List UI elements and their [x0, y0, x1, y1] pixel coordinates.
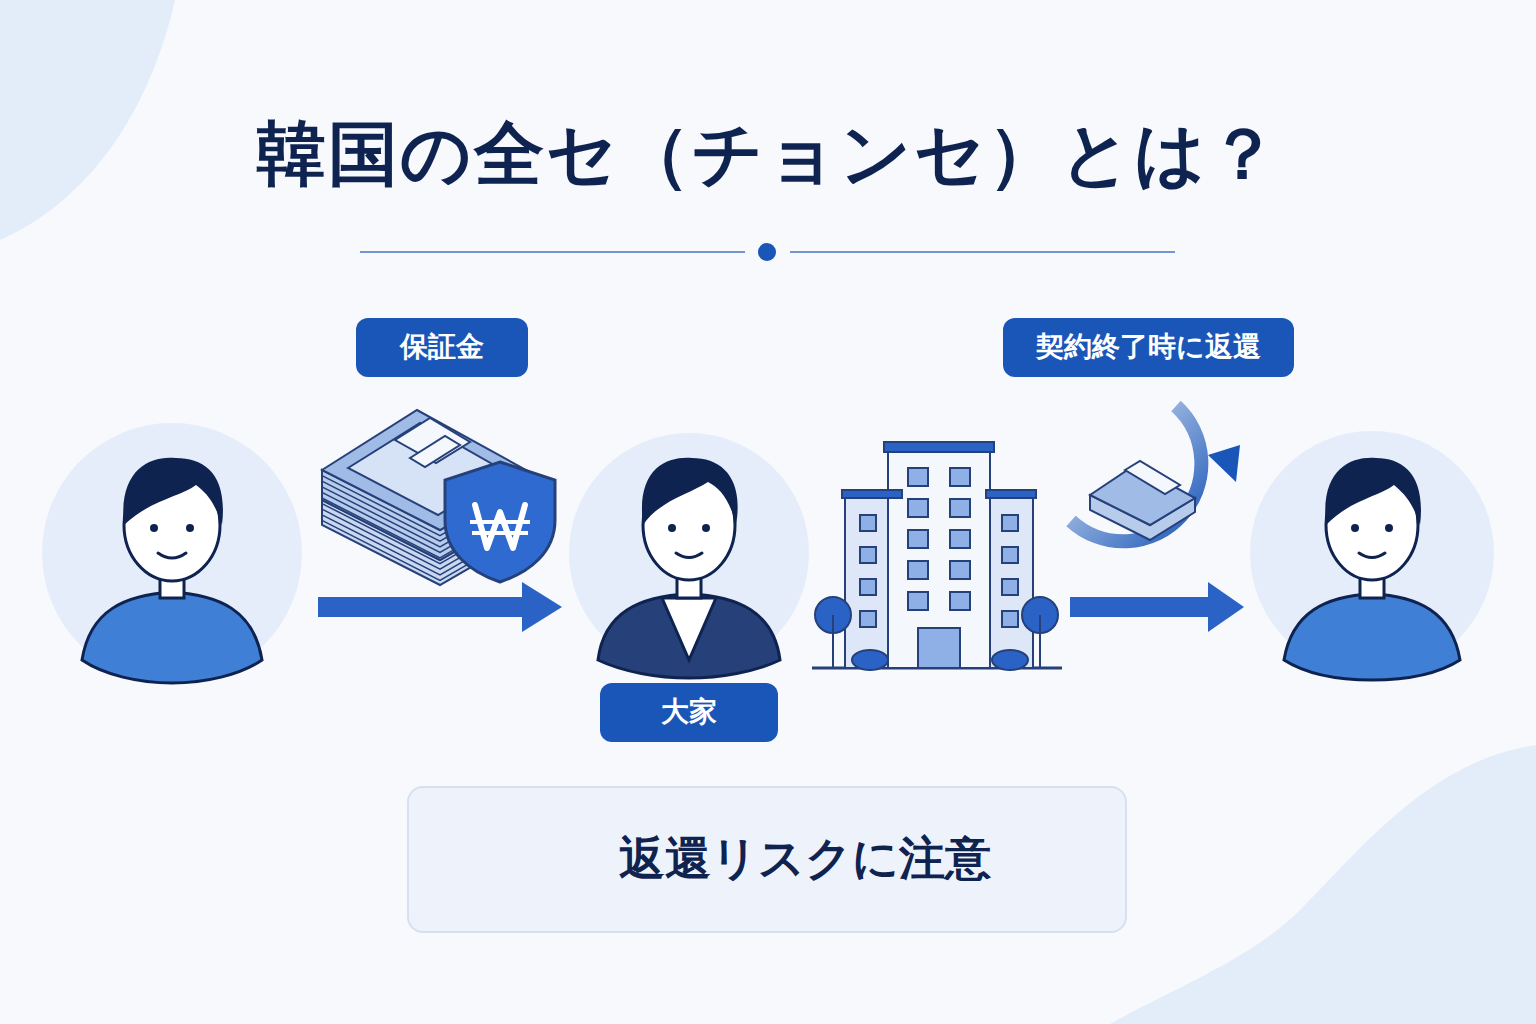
flow-arrow: [318, 582, 1244, 632]
apartment-building: [812, 442, 1062, 670]
label-pill: 契約終了時に返還: [1003, 318, 1294, 377]
corner-blob: [0, 0, 175, 240]
role-pill: 大家: [600, 683, 778, 742]
return-cycle: [1071, 406, 1240, 541]
tenant-return-figure: [1250, 431, 1494, 680]
diagram-title: 韓国の全セ（チョンセ）とは？: [0, 108, 1536, 202]
warning-box: 返還リスクに注意: [407, 786, 1127, 933]
won-shield: [445, 462, 555, 582]
label-pill: 保証金: [356, 318, 528, 377]
landlord-figure: [569, 433, 809, 678]
divider: [360, 243, 1175, 261]
node-text: 保証金: [400, 328, 484, 366]
tenant-figure: [42, 423, 302, 683]
corner-blob: [1110, 745, 1536, 1024]
node-text: 契約終了時に返還: [1036, 328, 1261, 366]
node-text: 大家: [661, 693, 717, 731]
node-text: 返還リスクに注意: [619, 828, 991, 890]
